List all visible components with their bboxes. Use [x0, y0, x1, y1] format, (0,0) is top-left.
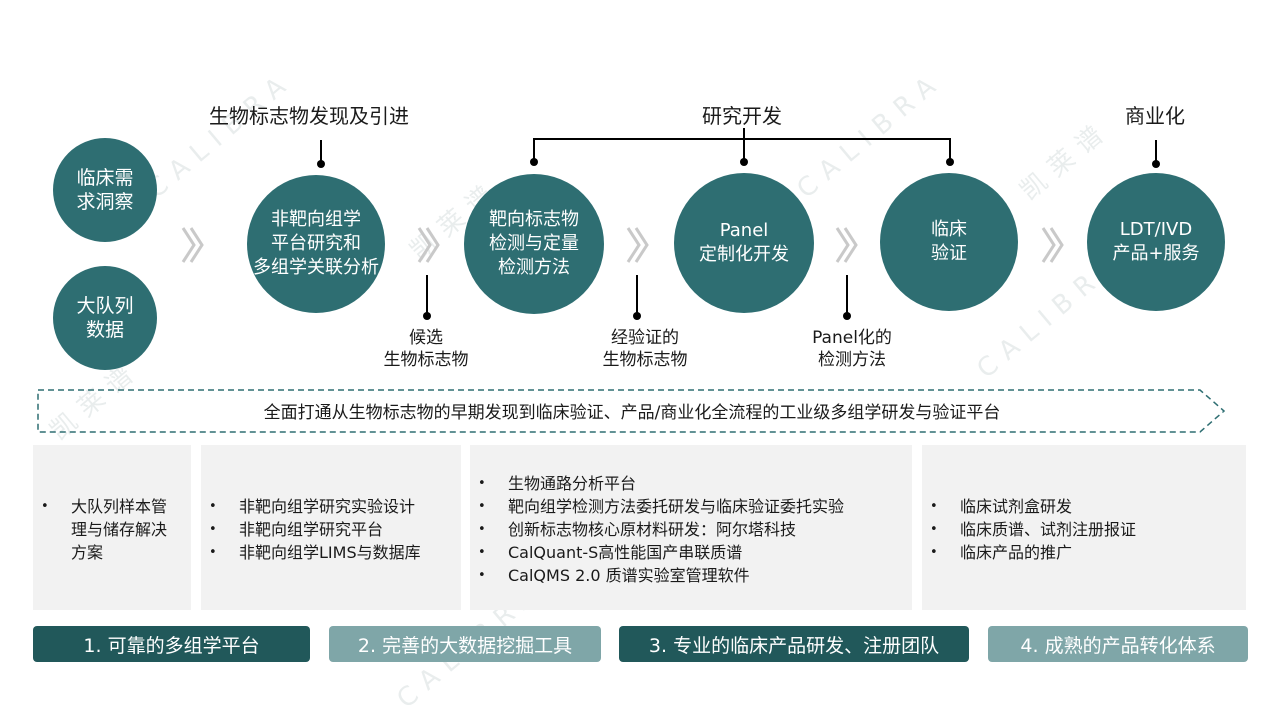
banner-dashed-arrow [37, 389, 1226, 433]
circle-untargeted-omics: 非靶向组学 平台研究和 多组学关联分析 [247, 175, 385, 313]
list-item: CalQuant-S高性能国产串联质谱 [470, 541, 912, 564]
list-item: 靶向组学检测方法委托研发与临床验证委托实验 [470, 495, 912, 518]
circle-targeted-detection: 靶向标志物 检测与定量 检测方法 [464, 174, 604, 314]
connector-dot [423, 312, 431, 320]
connector-dot [317, 160, 325, 168]
circle-cohort-data: 大队列 数据 [53, 266, 157, 370]
panel-untargeted: 非靶向组学研究实验设计 非靶向组学研究平台 非靶向组学LIMS与数据库 [201, 445, 461, 610]
connector-output-panel [846, 275, 848, 315]
connector-commercial [1155, 140, 1157, 164]
chevron-right-icon [1041, 227, 1064, 263]
watermark: CALIBRA [141, 65, 300, 205]
capability-pill-3: 3. 专业的临床产品研发、注册团队 [619, 626, 969, 662]
capability-pill-2: 2. 完善的大数据挖掘工具 [329, 626, 601, 662]
panel-clinical: 临床试剂盒研发 临床质谱、试剂注册报证 临床产品的推广 [922, 445, 1246, 610]
list-item: 生物通路分析平台 [470, 472, 912, 495]
connector-rnd-right [949, 138, 951, 162]
chevron-right-icon [417, 227, 440, 263]
capability-pill-4: 4. 成熟的产品转化体系 [988, 626, 1248, 662]
list-item: 非靶向组学研究平台 [201, 518, 461, 541]
list-item: 非靶向组学研究实验设计 [201, 495, 461, 518]
circle-clinical-insight: 临床需 求洞察 [53, 138, 157, 242]
list-item: 临床试剂盒研发 [922, 495, 1246, 518]
list-item: 临床质谱、试剂注册报证 [922, 518, 1246, 541]
list-item: 创新标志物核心原材料研发：阿尔塔科技 [470, 518, 912, 541]
output-panel-method: Panel化的 检测方法 [812, 328, 892, 370]
banner-text: 全面打通从生物标志物的早期发现到临床验证、产品/商业化全流程的工业级多组学研发与… [263, 403, 1001, 423]
stage-header-rnd: 研究开发 [702, 104, 782, 128]
connector-dot [843, 312, 851, 320]
circle-panel-development: Panel 定制化开发 [674, 173, 814, 313]
chevron-right-icon [181, 227, 204, 263]
connector-dot [633, 312, 641, 320]
connector-rnd-bracket [533, 138, 951, 140]
connector-rnd-mid [743, 128, 745, 162]
output-validated-biomarker: 经验证的 生物标志物 [602, 328, 688, 370]
connector-dot [946, 158, 954, 166]
panel-cohort: 大队列样本管 理与储存解决 方案 [33, 445, 191, 610]
circle-ldt-ivd: LDT/IVD 产品+服务 [1087, 173, 1225, 311]
panel-targeted: 生物通路分析平台 靶向组学检测方法委托研发与临床验证委托实验 创新标志物核心原材… [470, 445, 912, 610]
list-item: CalQMS 2.0 质谱实验室管理软件 [470, 564, 912, 587]
connector-dot [1152, 160, 1160, 168]
chevron-right-icon [835, 227, 858, 263]
stage-header-discovery: 生物标志物发现及引进 [209, 104, 409, 128]
list-item: 大队列样本管 理与储存解决 方案 [33, 495, 191, 564]
connector-rnd-left [533, 138, 535, 162]
list-item: 非靶向组学LIMS与数据库 [201, 541, 461, 564]
capability-pill-1: 1. 可靠的多组学平台 [33, 626, 310, 662]
connector-output-candidate [426, 275, 428, 315]
connector-dot [740, 158, 748, 166]
list-item: 临床产品的推广 [922, 541, 1246, 564]
connector-discovery [320, 140, 322, 164]
connector-output-validated [636, 275, 638, 315]
watermark: 凯莱谱 [1014, 114, 1117, 207]
connector-dot [530, 158, 538, 166]
chevron-right-icon [626, 227, 649, 263]
stage-header-commercial: 商业化 [1125, 104, 1185, 128]
output-candidate-biomarker: 候选 生物标志物 [383, 328, 469, 370]
circle-clinical-validation: 临床 验证 [880, 173, 1018, 311]
